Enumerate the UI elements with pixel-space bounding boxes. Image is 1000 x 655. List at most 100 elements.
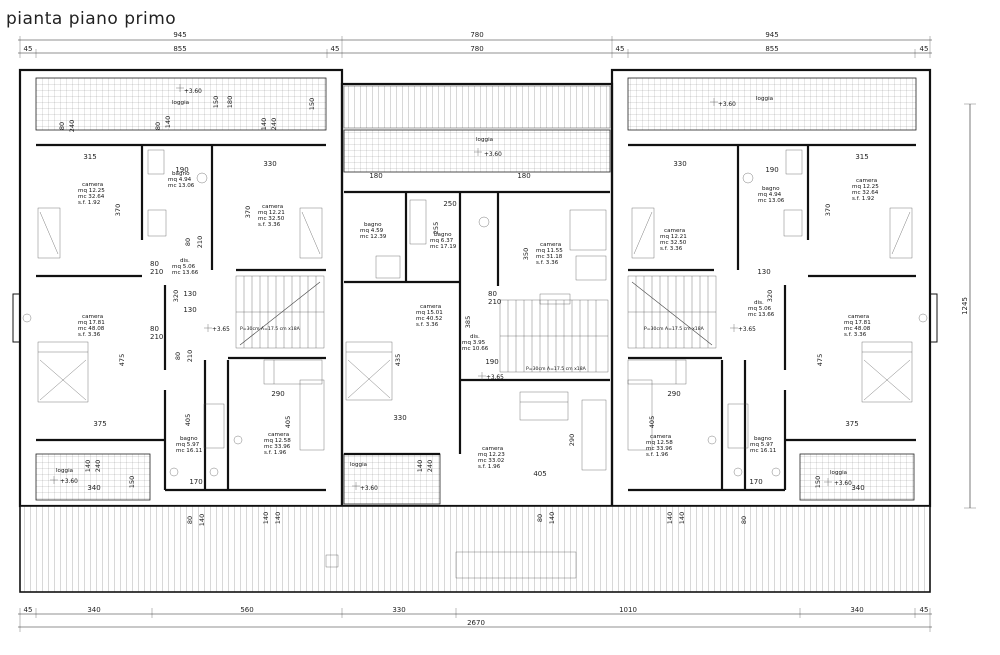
floor-level: +3.65: [738, 327, 756, 333]
svg-text:140: 140: [84, 460, 92, 472]
svg-text:150: 150: [128, 476, 136, 488]
loggia-level: +3.60: [60, 479, 78, 485]
svg-text:350: 350: [522, 248, 530, 260]
svg-text:330: 330: [393, 414, 406, 422]
svg-text:210: 210: [150, 333, 163, 341]
level-marker-icons: [50, 84, 832, 490]
dim-top2-45c: 45: [616, 45, 625, 53]
loggia-level: +3.60: [184, 89, 202, 95]
svg-text:435: 435: [394, 354, 402, 366]
svg-text:375: 375: [93, 420, 106, 428]
svg-text:130: 130: [757, 268, 770, 276]
svg-text:210: 210: [196, 236, 204, 248]
svg-text:130: 130: [183, 290, 196, 298]
stair-label-middle: P=30cm A=17.5 cm x18A: [526, 366, 587, 372]
svg-text:255: 255: [432, 222, 440, 234]
loggia-level: +3.60: [484, 152, 502, 158]
svg-text:250: 250: [443, 200, 456, 208]
svg-text:320: 320: [766, 290, 774, 302]
svg-text:140: 140: [274, 512, 282, 524]
roof-canopy: [19, 85, 931, 593]
svg-text:475: 475: [118, 354, 126, 366]
svg-text:210: 210: [186, 350, 194, 362]
opening-dimensions: 80 240 80 140 140 240 150 180 150 80 210…: [58, 96, 822, 526]
svg-text:340: 340: [87, 484, 100, 492]
top-dimension-lines: 945 780 945 45 855 45 780 45 855 45: [18, 31, 932, 58]
dim-top2-45a: 45: [24, 45, 33, 53]
svg-text:140: 140: [198, 514, 206, 526]
svg-text:80: 80: [740, 516, 748, 524]
svg-text:170: 170: [749, 478, 762, 486]
dim-top2-855a: 855: [173, 45, 186, 53]
svg-text:240: 240: [426, 460, 434, 472]
interior-walls: [36, 143, 916, 492]
svg-text:170: 170: [189, 478, 202, 486]
dim-top2-45d: 45: [920, 45, 929, 53]
svg-text:180: 180: [369, 172, 382, 180]
svg-text:475: 475: [816, 354, 824, 366]
svg-text:240: 240: [94, 460, 102, 472]
svg-text:140: 140: [260, 118, 268, 130]
svg-text:140: 140: [164, 116, 172, 128]
svg-text:320: 320: [172, 290, 180, 302]
svg-text:80: 80: [58, 122, 66, 130]
svg-text:405: 405: [284, 416, 292, 428]
bottom-dimension-lines: 45 340 560 330 1010 340 45 2670: [18, 606, 932, 632]
svg-text:405: 405: [648, 416, 656, 428]
loggia-label: loggia: [830, 470, 847, 476]
dim-top-945-right: 945: [765, 31, 778, 39]
stair-label-left: P=30cm A=17.5 cm x18A: [240, 326, 301, 332]
dim-top2-45b: 45: [331, 45, 340, 53]
stair-label-right: P=30cm A=17.5 cm x18A: [644, 326, 705, 332]
svg-text:240: 240: [270, 118, 278, 130]
svg-text:80: 80: [186, 516, 194, 524]
svg-text:330: 330: [673, 160, 686, 168]
svg-text:330: 330: [263, 160, 276, 168]
svg-text:370: 370: [824, 204, 832, 216]
dim-top-780: 780: [470, 31, 483, 39]
plan-title: pianta piano primo: [6, 9, 176, 29]
svg-text:385: 385: [464, 316, 472, 328]
loggia-label: loggia: [756, 96, 773, 102]
svg-text:80: 80: [536, 514, 544, 522]
floor-level: +3.65: [212, 327, 230, 333]
svg-text:315: 315: [83, 153, 96, 161]
svg-text:190: 190: [765, 166, 778, 174]
svg-text:370: 370: [114, 204, 122, 216]
dim-bot-340b: 340: [850, 606, 863, 614]
fixtures: [37, 149, 913, 477]
loggia-level: +3.60: [834, 481, 852, 487]
svg-text:210: 210: [488, 298, 501, 306]
svg-text:80: 80: [150, 260, 159, 268]
svg-text:290: 290: [667, 390, 680, 398]
dim-top-945-left: 945: [173, 31, 186, 39]
svg-text:80: 80: [184, 238, 192, 246]
svg-text:80: 80: [488, 290, 497, 298]
svg-text:130: 130: [183, 306, 196, 314]
right-dimension-line: 1245: [961, 103, 976, 509]
dim-bot-total: 2670: [467, 619, 485, 627]
svg-text:405: 405: [184, 414, 192, 426]
loggia-labels: +3.60 loggia +3.60 loggia loggia +3.60 l…: [56, 89, 852, 492]
dim-bot-45b: 45: [920, 606, 929, 614]
svg-text:80: 80: [174, 352, 182, 360]
svg-text:80: 80: [154, 122, 162, 130]
stairs: P=30cm A=17.5 cm x18A P=30cm A=17.5 cm x…: [235, 275, 717, 373]
